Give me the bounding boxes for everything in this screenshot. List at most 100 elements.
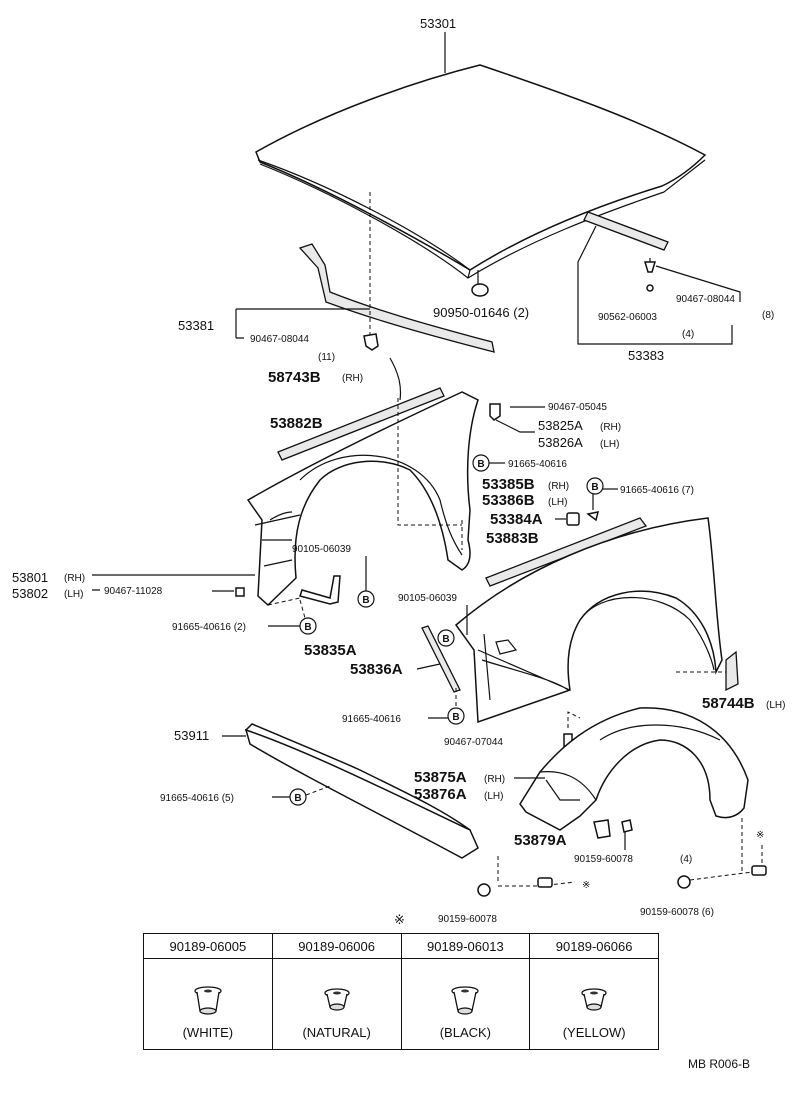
bolt-left-label: 90105-06039 (292, 544, 351, 555)
clip-table-cell-2: (BLACK) (400, 958, 531, 1050)
splash-lh-leader (416, 663, 441, 670)
hood-rear-seal[interactable] (583, 211, 669, 251)
clip-table-cell-3: (YELLOW) (529, 958, 659, 1050)
screw-bottom-icon (477, 883, 491, 897)
splash-lh-part[interactable] (421, 625, 461, 693)
fender-rh-panel[interactable] (246, 391, 479, 607)
clip-table-mark: ※ (394, 912, 405, 927)
screw-bottom-dashline (497, 856, 576, 887)
clip-yellow-icon (581, 987, 607, 1011)
bracket-lh-side: (LH) (600, 439, 619, 450)
spoiler-label: 53911 (174, 728, 209, 743)
fender-rh-dashline (397, 398, 463, 550)
nut-b4-marker (447, 707, 465, 725)
liner-bracket-label: 53879A (514, 832, 567, 849)
clip-table-part-0: 90189-06005 (143, 933, 273, 959)
splash-lh-label: 53836A (350, 661, 403, 678)
screw-upper-icon (621, 819, 633, 833)
fender-lh-panel[interactable] (454, 517, 723, 724)
liner-lh-label: 53876A (414, 786, 467, 803)
rear-seal-clip-qty: (8) (762, 310, 774, 321)
nut-b4-marker-text: B (452, 712, 459, 723)
fender-shim-label: 53384A (490, 511, 543, 528)
splash-rh-dashline (267, 597, 306, 619)
fender-strip-r-label: 53883B (486, 530, 539, 547)
liner-part[interactable] (519, 707, 749, 831)
clip-color-0: (WHITE) (182, 1024, 234, 1040)
liner-lh-side: (LH) (484, 791, 503, 802)
screw-right-dashline (689, 818, 753, 881)
wheel-seal-lh-label: 58744B (702, 695, 755, 712)
clip-table-part-1: 90189-06006 (271, 933, 402, 959)
clip-white-icon (194, 985, 222, 1015)
screw-right-ref-mark: ※ (756, 830, 764, 841)
rear-seal-grommet-qty: (4) (682, 329, 694, 340)
nut-b4-label: 91665-40616 (342, 714, 401, 725)
liner-rh-side: (RH) (484, 774, 505, 785)
clip-color-3: (YELLOW) (562, 1024, 626, 1040)
hood-seal-label: 53381 (178, 318, 214, 333)
nut-b2-marker-text: B (591, 482, 598, 493)
fender-seal-rh-side: (RH) (342, 373, 363, 384)
hood-seal-bracket (235, 308, 370, 339)
wheel-seal-lh-side: (LH) (766, 700, 785, 711)
clip-table-part-2: 90189-06013 (400, 933, 531, 959)
clip-black-icon (451, 985, 480, 1015)
splash-rh-part[interactable] (299, 575, 341, 605)
screw-bottom-ref-mark: ※ (582, 880, 590, 891)
fender-seal-rh-label: 58743B (268, 369, 321, 386)
screw-right-icon (677, 875, 691, 889)
fender-end-rh-side: (RH) (548, 481, 569, 492)
fender-strip-r-part[interactable] (485, 517, 648, 587)
nut-b5-marker (289, 788, 307, 806)
liner-bracket-icon[interactable] (593, 819, 611, 839)
fender-end-lh-label: 53386B (482, 492, 535, 509)
clip-table-body-row: (WHITE) (NATURAL) (BLACK) (143, 958, 659, 1050)
hood-seal-clip-qty: (11) (318, 352, 335, 363)
rear-seal-grommet-label: 90562-06003 (598, 312, 657, 323)
clip-color-2: (BLACK) (439, 1024, 492, 1040)
liner-clip-label: 90467-07044 (444, 737, 503, 748)
hood-seal-clip-label: 90467-08044 (250, 334, 309, 345)
hood-panel[interactable] (255, 64, 707, 279)
fender-liner-strip-part[interactable] (277, 387, 445, 461)
hood-cushion-icon[interactable] (471, 283, 489, 297)
fender-liner-strip-label: 53882B (270, 415, 323, 432)
nut-b5-marker-text: B (294, 793, 301, 804)
fender-clip-icon (235, 587, 245, 597)
screw-right-clip-icon (751, 865, 767, 876)
screw-upper-qty: (4) (680, 854, 692, 865)
nut-b3-label: 91665-40616 (2) (172, 622, 246, 633)
bolt-left-marker (357, 590, 375, 608)
screw-right-label: 90159-60078 (6) (640, 907, 714, 918)
fender-seal-rh-part[interactable] (389, 357, 402, 401)
bracket-rh-label: 53825A (538, 418, 583, 433)
clip-color-1: (NATURAL) (302, 1024, 371, 1040)
rear-seal-grommet-icon (646, 284, 654, 292)
bolt-right-marker (437, 629, 455, 647)
rear-seal-bracket (577, 225, 733, 345)
nut-b2-marker (586, 477, 604, 495)
bolt-right-marker-text: B (442, 634, 449, 645)
bracket-rh-icon[interactable] (489, 403, 501, 421)
clip-table-header-row: 90189-06005 90189-06006 90189-06013 9018… (143, 933, 659, 959)
nut-b3-marker-text: B (304, 622, 311, 633)
nut-b1-marker-text: B (477, 459, 484, 470)
fender-shim-icon[interactable] (566, 512, 580, 526)
wheel-seal-lh-part[interactable] (725, 650, 739, 692)
hood-front-seal[interactable] (298, 243, 495, 353)
screw-upper-label: 90159-60078 (574, 854, 633, 865)
fender-lh-label: 53802 (12, 586, 48, 601)
liner-rh-label: 53875A (414, 769, 467, 786)
clip-table-cell-0: (WHITE) (143, 958, 273, 1050)
screw-bottom-label: 90159-60078 (438, 914, 497, 925)
clip-table-cell-1: (NATURAL) (271, 958, 402, 1050)
fender-end-rh-label: 53385B (482, 476, 535, 493)
shim-clip-icon (586, 511, 600, 522)
clip-table-part-3: 90189-06066 (529, 933, 659, 959)
spoiler-part[interactable] (244, 723, 479, 859)
nut-b5-label: 91665-40616 (5) (160, 793, 234, 804)
clip-natural-icon (323, 987, 350, 1011)
fender-end-lh-side: (LH) (548, 497, 567, 508)
bolt-right-label: 90105-06039 (398, 593, 457, 604)
